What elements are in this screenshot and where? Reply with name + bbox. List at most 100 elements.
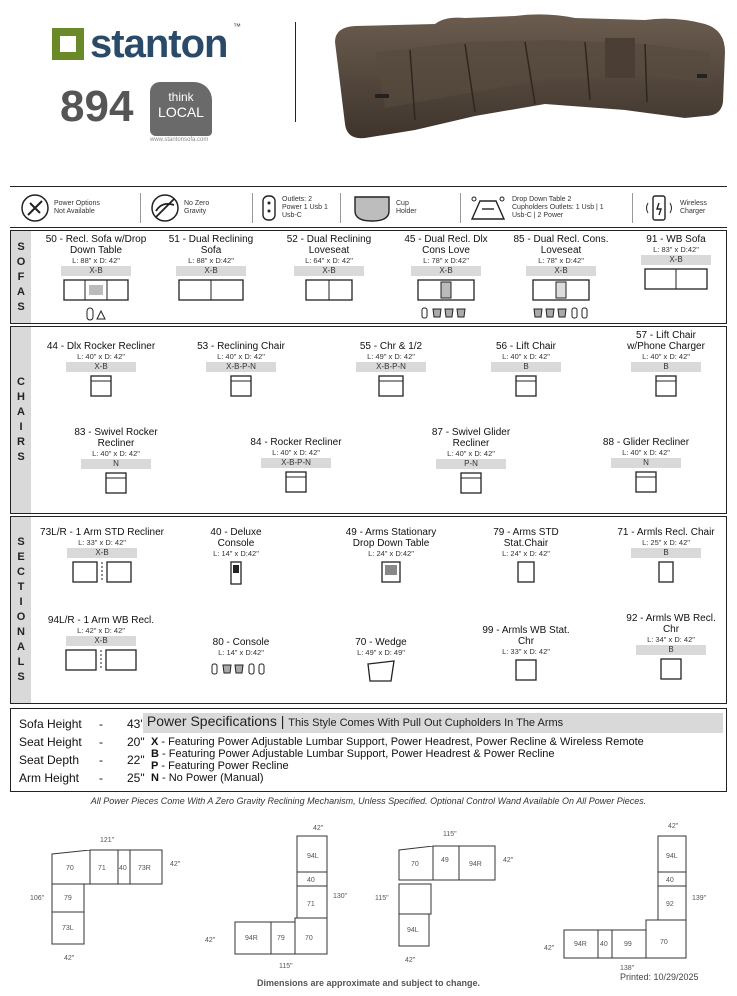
sect-79[interactable]: 79 - Arms STD Stat.Chair L: 24" x D: 42" xyxy=(481,527,571,583)
chair-55[interactable]: 55 - Chr & 1/2 L: 49" x D: 42" X-B-P-N xyxy=(346,341,436,397)
chair-88-name: 88 - Glider Recliner xyxy=(602,437,690,448)
sofa-52-name: 52 - Dual Reclining Loveseat xyxy=(286,234,372,256)
chair-44-diagram-icon xyxy=(90,375,112,397)
chair-57-dims: L: 40" x D: 42" xyxy=(642,352,690,361)
layout-diagram-3: 115" 42" 115" 42" 70 49 94R 94L xyxy=(375,831,514,964)
sect-70[interactable]: 70 - Wedge L: 49" x D: 49" xyxy=(341,637,421,682)
sect-49-dims: L: 24" x D:42" xyxy=(368,549,414,558)
sect-73[interactable]: 73L/R - 1 Arm STD Recliner L: 33" x D: 4… xyxy=(39,527,165,583)
sect-99-diagram-icon xyxy=(515,659,537,681)
chair-53-name: 53 - Reclining Chair xyxy=(197,341,285,352)
badge-top: think xyxy=(168,90,194,104)
l4-piece-7: 70 xyxy=(660,939,668,946)
layout-diagram-2: 42" 130" 42" 115" 94L 40 71 94R 79 70 xyxy=(205,825,348,970)
chair-56[interactable]: 56 - Lift Chair L: 40" x D: 42" B xyxy=(481,341,571,397)
sect-73-name: 73L/R - 1 Arm STD Recliner xyxy=(40,527,164,538)
chair-56-name: 56 - Lift Chair xyxy=(495,341,557,352)
sect-49[interactable]: 49 - Arms Stationary Drop Down Table L: … xyxy=(336,527,446,583)
chair-57[interactable]: 57 - Lift Chair w/Phone Charger L: 40" x… xyxy=(616,330,716,397)
sofa-45[interactable]: 45 - Dual Recl. Dlx Cons Love L: 78" x D… xyxy=(396,234,496,319)
chair-83[interactable]: 83 - Swivel Rocker Recliner L: 40" x D: … xyxy=(66,427,166,494)
sect-92[interactable]: 92 - Armls WB Recl. Chr L: 34" x D: 42" … xyxy=(621,613,721,680)
l4-left-dim: 42" xyxy=(544,945,555,952)
sofa-91-code: X-B xyxy=(641,255,711,265)
sofa-91[interactable]: 91 - WB Sofa L: 83" x D:42" X-B xyxy=(631,234,721,290)
sect-92-name: 92 - Armls WB Recl. Chr xyxy=(626,613,716,635)
sofa-51-code: X-B xyxy=(176,266,246,276)
l1-piece-4: 73R xyxy=(138,865,151,872)
power-line-p: P - Featuring Power Recline xyxy=(151,760,289,772)
sofa-85[interactable]: 85 - Dual Recl. Cons. Loveseat L: 78" x … xyxy=(511,234,611,319)
chair-57-diagram-icon xyxy=(655,375,677,397)
outlets-icon xyxy=(262,195,276,221)
sect-94[interactable]: 94L/R - 1 Arm WB Recl. L: 42" x D: 42" X… xyxy=(41,615,161,671)
chair-87-code: P-N xyxy=(436,459,506,469)
l3-left-dim: 115" xyxy=(375,895,389,902)
sect-40[interactable]: 40 - Deluxe Console L: 14" x D:42" xyxy=(196,527,276,585)
chair-56-code: B xyxy=(491,362,561,372)
sofa-51[interactable]: 51 - Dual Reclining Sofa L: 88" x D:42" … xyxy=(161,234,261,301)
legend-cup-holder: Cup Holder xyxy=(352,191,424,225)
chair-56-diagram-icon xyxy=(515,375,537,397)
dim-seat-height: Seat Height-20" xyxy=(19,735,145,749)
sofa-91-dims: L: 83" x D:42" xyxy=(653,245,699,254)
sect-92-code: B xyxy=(636,645,706,655)
chair-55-diagram-icon xyxy=(378,375,404,397)
printed-date: Printed: 10/29/2025 xyxy=(620,972,699,982)
l2-piece-2: 40 xyxy=(307,877,315,884)
sect-49-diagram-icon xyxy=(381,561,401,583)
sofa-45-code: X-B xyxy=(411,266,481,276)
chair-88-dims: L: 40" x D: 42" xyxy=(622,448,670,457)
l1-piece-5: 79 xyxy=(64,895,72,902)
sect-94-diagram-icon xyxy=(65,649,137,671)
legend-zero-gravity: No Zero Gravity xyxy=(150,191,226,225)
sect-99-name: 99 - Armls WB Stat. Chr xyxy=(482,625,570,647)
chair-44[interactable]: 44 - Dlx Rocker Recliner L: 40" x D: 42"… xyxy=(41,341,161,397)
sofa-52-code: X-B xyxy=(294,266,364,276)
legend-cup-holder-text: Cup Holder xyxy=(396,200,417,215)
sofa-52[interactable]: 52 - Dual Reclining Loveseat L: 64" x D:… xyxy=(279,234,379,301)
sofa-51-name: 51 - Dual Reclining Sofa xyxy=(168,234,254,256)
sofa-85-dims: L: 78" x D:42" xyxy=(538,256,584,265)
sofa-51-dims: L: 88" x D:42" xyxy=(188,256,234,265)
l2-right-dim: 130" xyxy=(333,893,348,900)
legend-power-text: Power Options Not Available xyxy=(54,200,100,215)
sect-99[interactable]: 99 - Armls WB Stat. Chr L: 33" x D: 42" xyxy=(481,625,571,681)
l1-bottom-dim: 42" xyxy=(64,955,75,962)
legend-outlets: Outlets: 2 Power 1 Usb 1 Usb-C xyxy=(260,191,332,225)
layout-diagram-4: 42" 139" 42" 138" 94L 40 92 94R 40 99 70 xyxy=(544,823,707,972)
chair-84[interactable]: 84 - Rocker Recliner L: 40" x D: 42" X-B… xyxy=(246,437,346,493)
chair-87[interactable]: 87 - Swivel Glider Recliner L: 40" x D: … xyxy=(421,427,521,494)
chair-87-diagram-icon xyxy=(460,472,482,494)
sect-70-name: 70 - Wedge xyxy=(355,637,407,648)
chair-88[interactable]: 88 - Glider Recliner L: 40" x D: 42" N xyxy=(596,437,696,493)
sofa-50-dims: L: 88" x D: 42" xyxy=(72,256,120,265)
cup-holder-icon xyxy=(354,196,390,222)
style-number: 894 xyxy=(60,82,134,131)
sofa-45-name: 45 - Dual Recl. Dlx Cons Love xyxy=(404,234,488,256)
think-local-badge: think LOCAL xyxy=(150,82,212,136)
sofa-50[interactable]: 50 - Recl. Sofa w/Drop Down Table L: 88"… xyxy=(41,234,151,321)
l3-right-dim: 42" xyxy=(503,857,514,864)
chair-53[interactable]: 53 - Reclining Chair L: 40" x D: 42" X-B… xyxy=(191,341,291,397)
l2-left-dim: 42" xyxy=(205,937,216,944)
wireless-charger-icon xyxy=(646,195,672,221)
l1-piece-2: 71 xyxy=(98,865,106,872)
sofa-85-diagram-icon xyxy=(532,279,590,301)
l4-bottom-dim: 138" xyxy=(620,965,635,972)
l2-bottom-dim: 115" xyxy=(279,963,293,970)
power-spec-subtitle: This Style Comes With Pull Out Cupholder… xyxy=(288,717,564,729)
sofa-50-code: X-B xyxy=(61,266,131,276)
l1-piece-6: 73L xyxy=(62,925,74,932)
l2-piece-4: 94R xyxy=(245,935,258,942)
chair-83-name: 83 - Swivel Rocker Recliner xyxy=(74,427,158,449)
sofa-85-code: X-B xyxy=(526,266,596,276)
sect-80[interactable]: 80 - Console L: 14" x D:42" xyxy=(201,637,281,675)
sect-71[interactable]: 71 - Armls Recl. Chair L: 25" x D: 42" B xyxy=(611,527,721,583)
l4-piece-6: 99 xyxy=(624,941,632,948)
power-footnote: All Power Pieces Come With A Zero Gravit… xyxy=(90,796,647,806)
sect-71-diagram-icon xyxy=(658,561,674,583)
